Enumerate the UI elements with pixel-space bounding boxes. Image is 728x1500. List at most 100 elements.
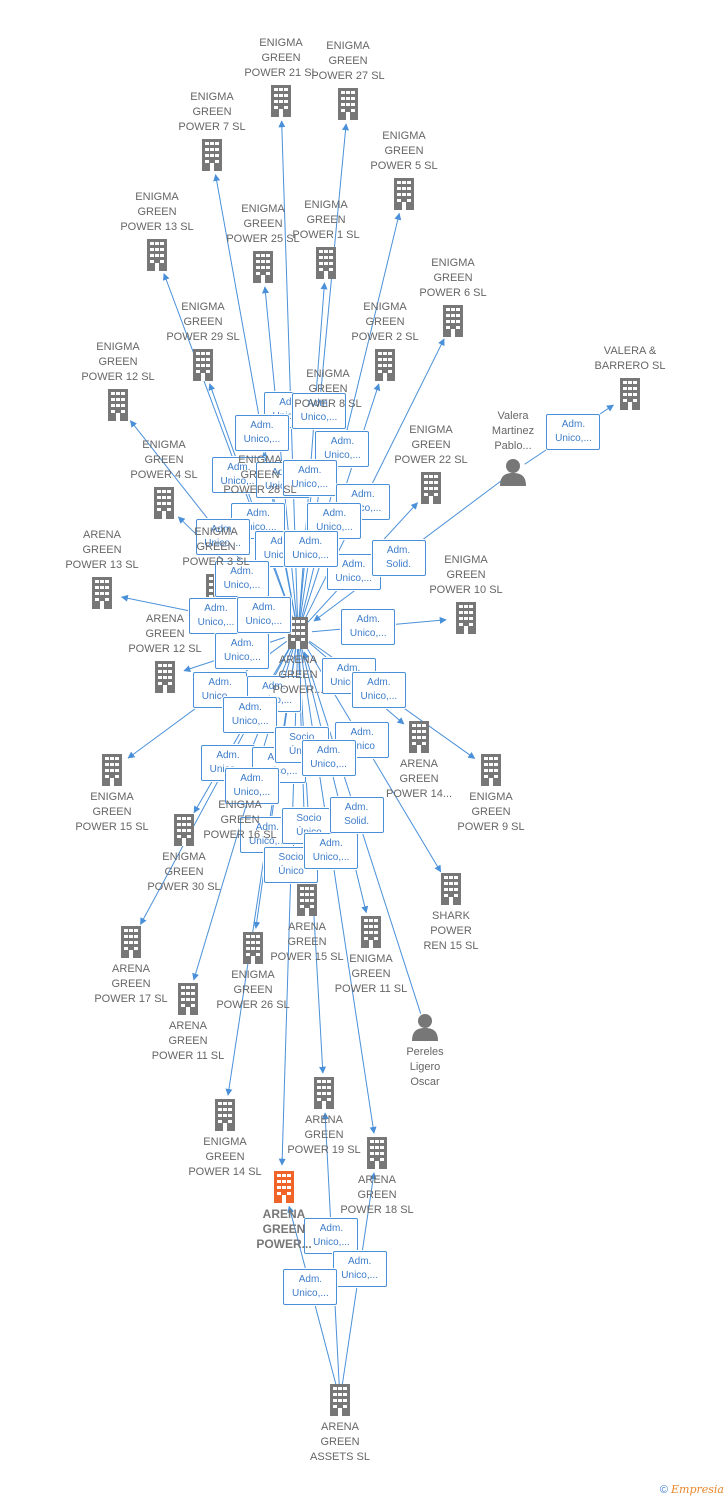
edge-role-label[interactable]: Adm.Unico,...	[214, 560, 269, 597]
edge-role-label[interactable]: Adm.Unico,...	[234, 414, 289, 451]
building-icon[interactable]	[409, 721, 429, 753]
edge-role-label[interactable]: Adm.Unico,...	[546, 413, 601, 450]
building-icon[interactable]	[108, 389, 128, 421]
building-icon[interactable]	[121, 926, 141, 958]
building-icon[interactable]	[92, 577, 112, 609]
building-icon[interactable]	[338, 88, 358, 120]
edge-role-label[interactable]: Adm.Unico,...	[291, 393, 346, 430]
edge-role-label[interactable]: Adm.Unico,...	[332, 1250, 387, 1287]
footer-credit[interactable]: © Empresia	[660, 1483, 724, 1496]
building-icon[interactable]	[314, 1077, 334, 1109]
node-label-line: POWER 15 SL	[75, 821, 149, 833]
edge-role-label[interactable]: Adm.Unico,...	[282, 459, 337, 496]
edge-role-label[interactable]: Adm.Unico,...	[224, 768, 279, 805]
edge-role-label[interactable]: Adm.Unico,...	[351, 672, 406, 709]
building-icon[interactable]	[202, 139, 222, 171]
edge-role-label[interactable]: Adm.Solid.	[371, 539, 426, 576]
node-label-line: Martinez	[491, 425, 535, 437]
building-icon[interactable]	[288, 617, 308, 649]
building-icon[interactable]	[441, 873, 461, 905]
building-icon[interactable]	[443, 305, 463, 337]
building-icon[interactable]	[155, 661, 175, 693]
edge-role-label[interactable]: Adm.Unico,...	[223, 697, 278, 734]
edge-role-label[interactable]: Adm.Unico,...	[301, 740, 356, 777]
edge-role-label[interactable]: Adm.Unico,...	[304, 1217, 359, 1254]
edge-role-label[interactable]: Adm.Unico,...	[211, 456, 266, 493]
node-label-line: POWER 28 SL	[223, 484, 297, 496]
edge-role-label[interactable]: Adm.Solid.	[329, 796, 384, 833]
edge-role-label[interactable]: Adm.Unico,...	[335, 484, 390, 521]
building-icon[interactable]	[271, 85, 291, 117]
building-icon[interactable]	[253, 251, 273, 283]
building-icon[interactable]	[481, 754, 501, 786]
node-label-line: GREEN	[351, 968, 391, 980]
edge-role-label[interactable]: Adm.Unico,...	[315, 430, 370, 467]
edge-role-label[interactable]: Adm.Unico,...	[215, 633, 270, 670]
edge-role-label[interactable]: Adm.Unico,...	[283, 530, 338, 567]
edge-role-label[interactable]: Adm.Unico,...	[236, 597, 291, 634]
node-label[interactable]: VALERA &BARRERO SL	[570, 344, 690, 374]
building-icon[interactable]	[215, 1099, 235, 1131]
node-label-line: POWER 22 SL	[394, 454, 468, 466]
building-icon[interactable]	[330, 1384, 350, 1416]
node-label-line: POWER 2 SL	[351, 331, 419, 343]
edge-role-text: Adm.	[204, 603, 228, 615]
edge-role-label[interactable]: Adm.Unico,...	[188, 598, 243, 635]
edge-role-label[interactable]: Adm.Unico,...	[304, 833, 359, 870]
building-icon[interactable]	[456, 602, 476, 634]
edge-role-label[interactable]: Adm.Unico,...	[341, 608, 396, 645]
edge-role-label[interactable]: Adm.Unico,...	[283, 1269, 338, 1306]
building-icon[interactable]	[421, 472, 441, 504]
building-icon[interactable]	[297, 884, 317, 916]
building-icon[interactable]	[620, 378, 640, 410]
building-icon[interactable]	[193, 349, 213, 381]
building-icon[interactable]	[102, 754, 122, 786]
edge-role-label[interactable]: Adm.Unico,...	[195, 519, 250, 556]
person-icon[interactable]	[500, 459, 526, 486]
building-icon[interactable]	[154, 487, 174, 519]
person-icon[interactable]	[412, 1014, 438, 1041]
building-icon[interactable]	[147, 239, 167, 271]
building-icon[interactable]	[394, 178, 414, 210]
building-icon[interactable]	[316, 247, 336, 279]
edge-role-text: Unico,...	[224, 652, 261, 664]
